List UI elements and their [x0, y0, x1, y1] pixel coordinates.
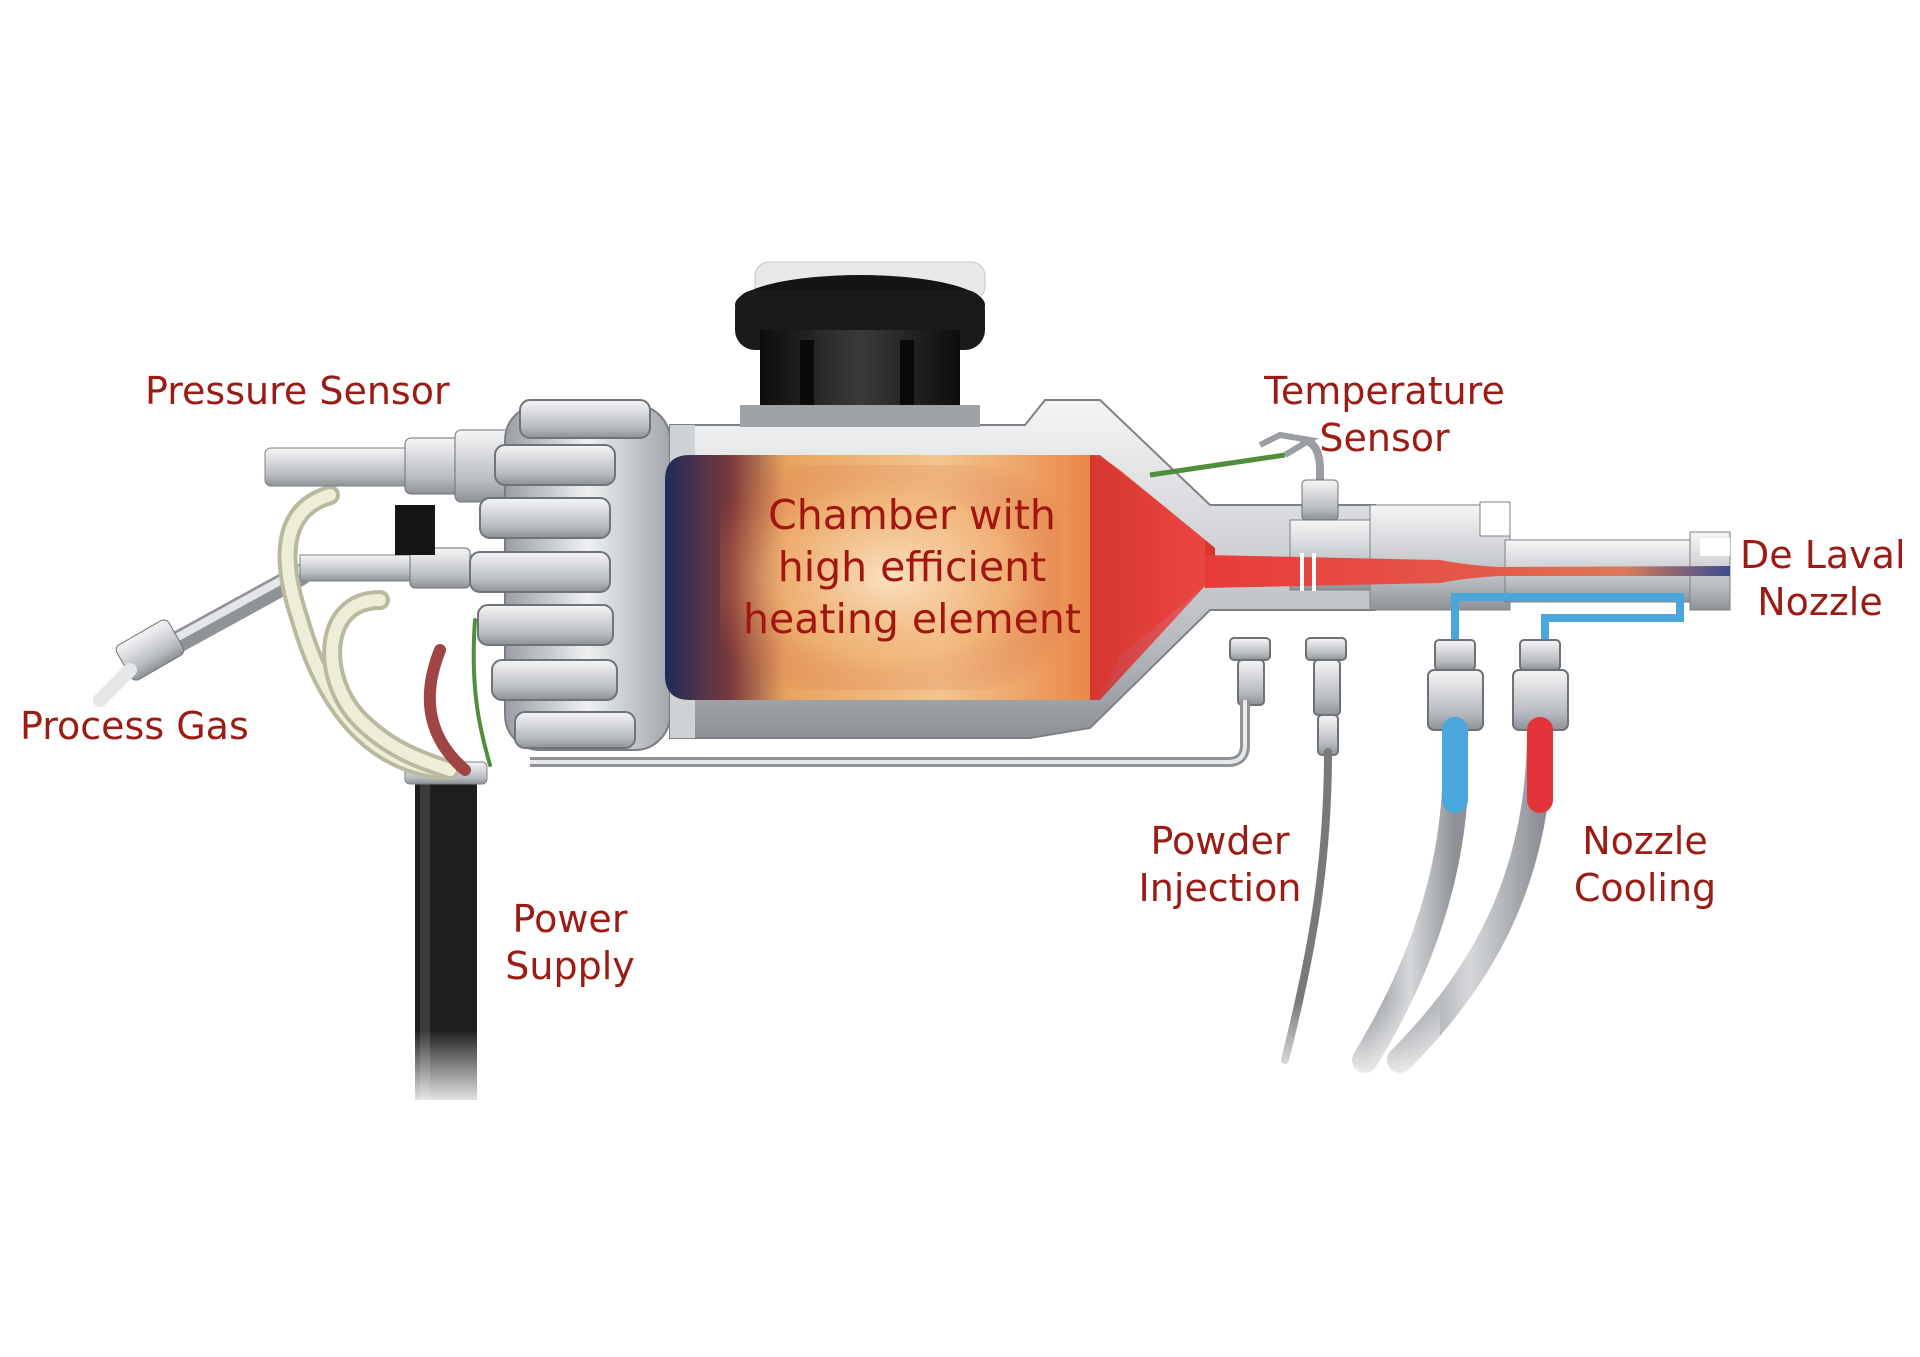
nozzle-cooling-label: Nozzle Cooling [1565, 818, 1725, 912]
nozzle-cooling-line1: Nozzle [1582, 819, 1708, 863]
de-laval-line1: De Laval [1740, 533, 1906, 577]
de-laval-nozzle-label: De Laval Nozzle [1740, 532, 1906, 626]
rear-flange [469, 399, 671, 751]
chamber-line2: high efficient [777, 543, 1047, 591]
fittings [1229, 637, 1569, 756]
gas-jet [1205, 553, 1730, 591]
pressure-sensor-label: Pressure Sensor [145, 368, 450, 415]
power-line2: Supply [505, 944, 635, 988]
temperature-sensor-lead [1149, 431, 1339, 521]
powder-injection-label: Powder Injection [1130, 818, 1310, 912]
process-gas-text: Process Gas [20, 704, 249, 748]
heating-chamber-interior [665, 455, 1215, 700]
powder-line2: Injection [1138, 866, 1302, 910]
temperature-sensor-label: Temperature Sensor [1262, 368, 1507, 462]
cream-hoses [277, 485, 492, 780]
process-gas-inlet [93, 547, 501, 707]
power-line1: Power [512, 897, 628, 941]
cooling-channel [1451, 593, 1684, 645]
temperature-sensor-line1: Temperature [1264, 369, 1505, 413]
chamber-line1: Chamber with [768, 491, 1056, 539]
bypass-tube [530, 700, 1250, 767]
braided-hoses [1240, 717, 1553, 1090]
top-cap [735, 261, 986, 427]
nozzle-cooling-line2: Cooling [1573, 866, 1717, 910]
process-gas-label: Process Gas [20, 703, 249, 750]
chamber-line3: heating element [743, 595, 1081, 643]
temperature-sensor-line2: Sensor [1319, 416, 1450, 460]
power-supply-label: Power Supply [500, 896, 640, 990]
chamber-label: Chamber with high efficient heating elem… [742, 489, 1082, 645]
pressure-sensor-text: Pressure Sensor [145, 369, 450, 413]
power-supply-cable [400, 761, 500, 1110]
powder-line1: Powder [1150, 819, 1290, 863]
de-laval-line2: Nozzle [1757, 580, 1883, 624]
